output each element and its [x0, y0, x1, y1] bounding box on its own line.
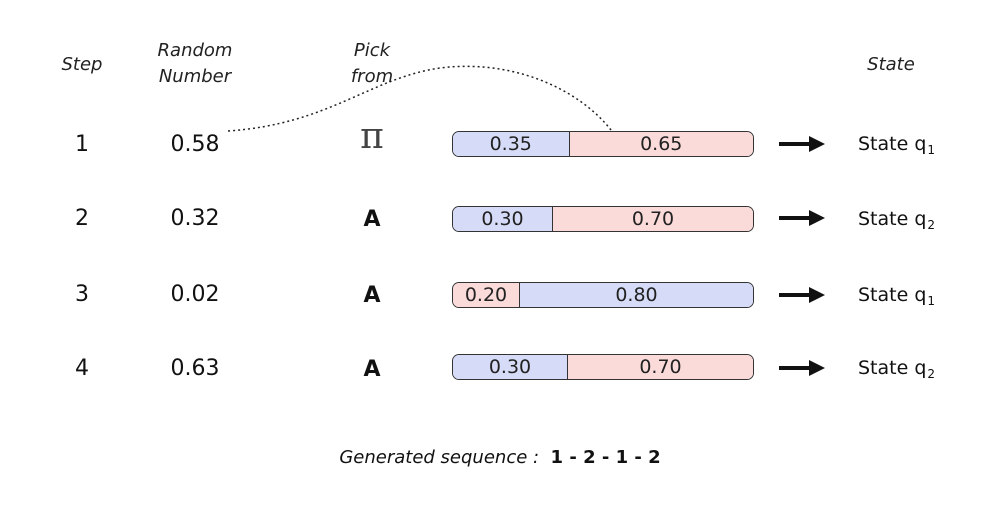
arrow-right-icon	[779, 136, 825, 152]
header-pick-line2: from	[350, 66, 394, 87]
step-number: 4	[75, 356, 89, 381]
probability-bar: 0.30 0.70	[452, 206, 754, 232]
probability-bar: 0.35 0.65	[452, 131, 754, 157]
state-text: State q	[858, 357, 927, 379]
generated-sequence-value: 1 - 2 - 1 - 2	[550, 447, 661, 468]
step-number: 1	[75, 132, 89, 157]
generated-sequence-label: Generated sequence :	[339, 447, 540, 468]
state-subscript: 1	[927, 294, 936, 308]
bar-segment-q1: 0.30	[453, 355, 567, 379]
random-number: 0.32	[170, 206, 220, 231]
state-subscript: 1	[927, 143, 936, 157]
state-label: State q1	[858, 131, 935, 163]
header-random-line1: Random	[157, 40, 233, 61]
header-random-number: Random Number	[145, 38, 245, 90]
pick-from-pi: π	[360, 116, 384, 157]
state-label: State q2	[858, 355, 935, 387]
probability-bar: 0.30 0.70	[452, 354, 754, 380]
pick-from-a: A	[363, 283, 381, 308]
state-label: State q2	[858, 206, 935, 238]
bar-segment-q2: 0.70	[552, 207, 753, 231]
state-label: State q1	[858, 282, 935, 314]
probability-bar: 0.20 0.80	[452, 282, 754, 308]
header-pick-from: Pick from	[332, 38, 412, 90]
header-state: State	[867, 54, 915, 75]
bar-segment-q1: 0.30	[453, 207, 552, 231]
generated-sequence: Generated sequence : 1 - 2 - 1 - 2	[0, 444, 1000, 472]
random-number: 0.02	[170, 282, 220, 307]
state-text: State q	[858, 133, 927, 155]
pick-from-a: A	[363, 207, 381, 232]
random-number: 0.58	[170, 132, 220, 157]
step-number: 2	[75, 206, 89, 231]
header-step: Step	[61, 54, 103, 75]
state-text: State q	[858, 208, 927, 230]
state-subscript: 2	[927, 367, 936, 381]
state-subscript: 2	[927, 218, 936, 232]
header-pick-line1: Pick	[353, 40, 391, 61]
random-number: 0.63	[170, 356, 220, 381]
pick-from-a: A	[363, 357, 381, 382]
bar-segment-q1: 0.35	[453, 132, 569, 156]
arrow-right-icon	[779, 210, 825, 226]
arrow-right-icon	[779, 287, 825, 303]
step-number: 3	[75, 282, 89, 307]
bar-segment-q2: 0.20	[453, 283, 519, 307]
bar-segment-q2: 0.65	[568, 132, 753, 156]
arrow-right-icon	[779, 360, 825, 376]
state-text: State q	[858, 284, 927, 306]
bar-segment-q2: 0.70	[567, 355, 753, 379]
header-random-line2: Number	[158, 66, 232, 87]
bar-segment-q1: 0.80	[519, 283, 753, 307]
